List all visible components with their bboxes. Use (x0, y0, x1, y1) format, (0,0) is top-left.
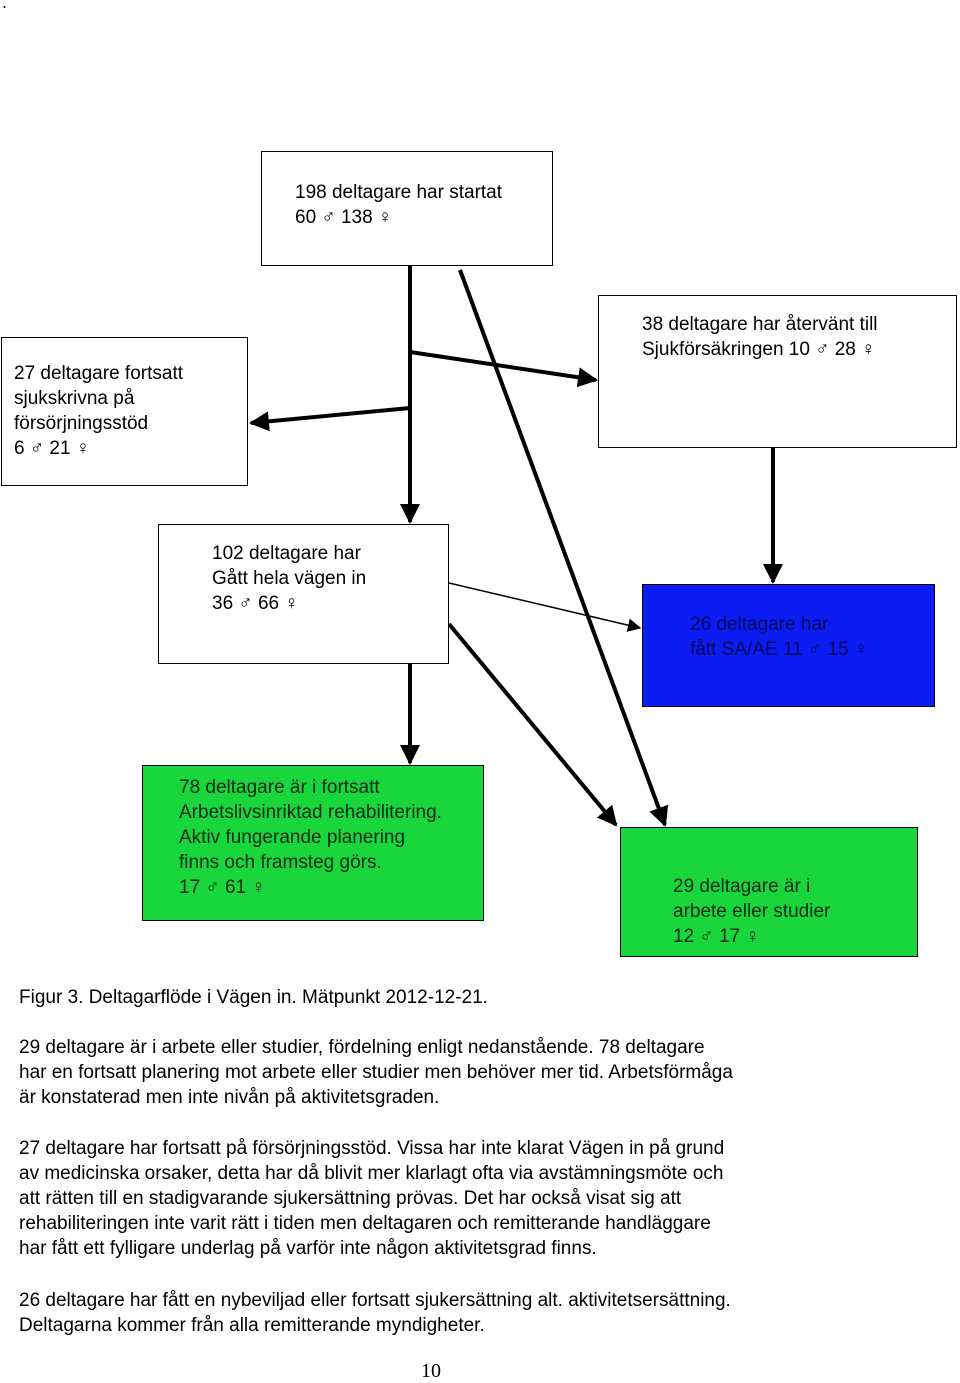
completed-whole-path-box: 102 deltagare har Gått hela vägen in 36 … (158, 524, 449, 664)
box-line: sjukskrivna på (14, 388, 135, 409)
arrow-start-to-work (458, 269, 669, 827)
paragraph-line: har fått ett fylligare underlag på varfö… (19, 1238, 597, 1259)
box-line: arbete eller studier (673, 901, 831, 922)
box-line: 29 deltagare är i (673, 876, 811, 897)
box-line: Arbetslivsinriktad rehabilitering. (179, 802, 442, 823)
box-line: 60 ♂ 138 ♀ (295, 207, 393, 228)
continued-rehabilitation-box: 78 deltagare är i fortsatt Arbetslivsinr… (142, 765, 484, 921)
paragraph-line: 29 deltagare är i arbete eller studier, … (19, 1037, 705, 1058)
started-participants-box: 198 deltagare har startat 60 ♂ 138 ♀ (261, 151, 553, 266)
box-line: 36 ♂ 66 ♀ (212, 593, 299, 614)
paragraph-support: 27 deltagare har fortsatt på försörjning… (19, 1136, 944, 1261)
box-line: Gått hela vägen in (212, 568, 367, 589)
box-line: Aktiv fungerande planering (179, 827, 406, 848)
arrow-to-sick (249, 406, 411, 432)
paragraph-line: av medicinska orsaker, detta har då bliv… (19, 1163, 724, 1184)
box-line: 17 ♂ 61 ♀ (179, 877, 266, 898)
box-line: 198 deltagare har startat (295, 182, 503, 203)
paragraph-line: 27 deltagare har fortsatt på försörjning… (19, 1138, 725, 1159)
paragraph-sickness-compensation: 26 deltagare har fått en nybeviljad elle… (19, 1288, 944, 1338)
box-line: finns och framsteg görs. (179, 852, 382, 873)
paragraph-line: 26 deltagare har fått en nybeviljad elle… (19, 1290, 731, 1311)
arrow-whole-to-saae (448, 582, 642, 632)
paragraph-line: Deltagarna kommer från alla remitterande… (19, 1315, 485, 1336)
box-line: 6 ♂ 21 ♀ (14, 438, 91, 459)
continued-sick-leave-box: 27 deltagare fortsatt sjukskrivna på för… (1, 337, 248, 486)
box-line: försörjningsstöd (14, 413, 149, 434)
box-line: 38 deltagare har återvänt till (642, 314, 878, 335)
box-line: 78 deltagare är i fortsatt (179, 777, 380, 798)
box-line: 26 deltagare har (690, 614, 829, 635)
box-line: fått SA/AE 11 ♂ 15 ♀ (690, 639, 869, 660)
box-line: Sjukförsäkringen 10 ♂ 28 ♀ (642, 339, 876, 360)
box-line: 12 ♂ 17 ♀ (673, 926, 760, 947)
paragraph-work-status: 29 deltagare är i arbete eller studier, … (19, 1035, 944, 1110)
box-line: 27 deltagare fortsatt (14, 363, 183, 384)
page-number: 10 (421, 1360, 441, 1382)
returned-to-insurance-box: 38 deltagare har återvänt till Sjukförsä… (598, 295, 957, 448)
paragraph-line: har en fortsatt planering mot arbete ell… (19, 1062, 733, 1083)
sa-ae-box: 26 deltagare har fått SA/AE 11 ♂ 15 ♀ (642, 584, 935, 707)
arrow-whole-to-work (447, 622, 618, 827)
corner-mark: . (2, 0, 8, 12)
box-line: 102 deltagare har (212, 543, 361, 564)
paragraph-line: rehabiliteringen inte varit rätt i tiden… (19, 1213, 711, 1234)
work-or-studies-box: 29 deltagare är i arbete eller studier 1… (620, 827, 918, 957)
arrow-to-returned (409, 350, 598, 388)
paragraph-line: att rätten till en stadigvarande sjukers… (19, 1188, 682, 1209)
paragraph-line: är konstaterad men inte nivån på aktivit… (19, 1087, 440, 1108)
figure-caption: Figur 3. Deltagarflöde i Vägen in. Mätpu… (19, 987, 488, 1008)
